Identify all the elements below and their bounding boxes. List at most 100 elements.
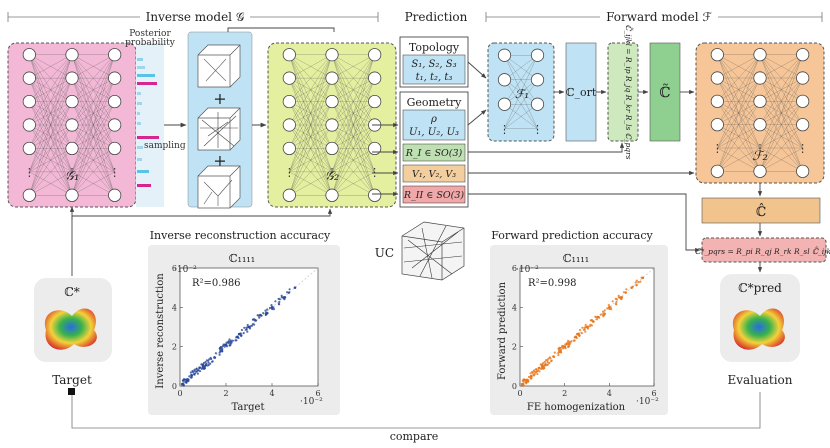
data-point	[542, 367, 545, 370]
data-point	[268, 306, 271, 310]
data-point	[594, 315, 597, 318]
data-point	[535, 371, 538, 374]
network-edge	[29, 171, 73, 196]
data-point	[567, 345, 571, 348]
target-label: Target	[52, 373, 92, 387]
forward-model-header: Forward model ℱ	[606, 10, 712, 24]
data-point	[231, 339, 234, 342]
data-point	[607, 304, 611, 307]
network-edge	[331, 101, 375, 196]
inverse-ylabel: Inverse reconstruction	[155, 273, 166, 389]
neuron-node	[368, 48, 382, 62]
network-edge	[759, 54, 803, 102]
network-edge	[759, 54, 803, 172]
data-point	[227, 340, 230, 343]
data-point	[619, 296, 622, 299]
network-edge	[759, 77, 803, 172]
data-point	[610, 308, 613, 311]
neuron-node	[282, 141, 296, 156]
neuron-node	[753, 164, 767, 178]
data-point	[243, 326, 246, 329]
data-point	[195, 370, 198, 373]
c-ort-box	[565, 42, 597, 142]
data-point	[266, 312, 269, 315]
data-point	[198, 370, 202, 373]
data-point	[186, 378, 189, 381]
target-tensor-surface	[44, 308, 97, 350]
data-point	[603, 309, 606, 312]
neuron-node	[65, 188, 79, 202]
data-point	[599, 313, 603, 316]
data-point	[246, 323, 249, 327]
data-point	[193, 368, 196, 371]
x-tick-label: 2	[562, 389, 567, 398]
data-point	[247, 325, 251, 329]
network-edge	[289, 54, 333, 79]
network-edge	[331, 54, 375, 172]
inverse-inset-component: ℂ₁₁₁₁	[229, 252, 255, 265]
network-edge	[717, 54, 761, 125]
data-point	[211, 360, 214, 363]
network-edge	[29, 78, 73, 196]
data-point	[282, 296, 285, 299]
neuron-node	[710, 71, 724, 85]
network-edge	[71, 54, 115, 126]
data-point	[583, 328, 586, 331]
network-edge	[331, 54, 375, 102]
data-point	[228, 338, 231, 341]
data-point	[608, 306, 611, 309]
network-edge	[759, 101, 803, 172]
data-point	[543, 360, 547, 363]
network-edge	[29, 54, 73, 196]
neuron-node	[22, 48, 36, 62]
sampling-label: sampling	[144, 141, 186, 151]
data-point	[270, 304, 273, 307]
neuron-node	[368, 141, 382, 156]
neuron-node	[796, 71, 810, 85]
network-edge	[759, 147, 803, 172]
data-point	[563, 345, 566, 348]
data-point	[221, 350, 224, 353]
data-point	[543, 364, 546, 367]
network-edge	[71, 54, 115, 102]
y-tick-label: 0	[172, 382, 177, 391]
data-point	[278, 298, 281, 301]
neuron-node	[282, 48, 296, 62]
ellipsis-mark: ⋮	[284, 166, 295, 179]
data-point	[191, 371, 194, 374]
data-point	[625, 288, 628, 291]
rotation-formula: ℂ̃_ijkl = R_ip R_jq R_kr R_ls ℂ_pqrs	[624, 24, 633, 159]
data-point	[614, 302, 618, 305]
data-point	[204, 360, 207, 364]
ellipsis-mark: ⋮	[369, 166, 380, 179]
data-point	[639, 280, 642, 283]
neuron-node	[368, 71, 382, 85]
neuron-node	[108, 48, 122, 62]
geometry-v: V₁, V₂, V₃	[412, 169, 456, 180]
neuron-node	[282, 188, 296, 202]
data-point	[536, 369, 539, 372]
neuron-node	[796, 94, 810, 108]
evaluation-tensor-surface	[732, 308, 785, 350]
network-edge	[71, 148, 115, 196]
data-point	[580, 332, 583, 335]
data-point	[611, 300, 614, 303]
neuron-node	[282, 94, 296, 109]
data-point	[204, 364, 207, 368]
y-tick-label: 4	[172, 303, 177, 312]
network-edge	[29, 54, 73, 172]
data-point	[562, 347, 565, 350]
data-point	[527, 375, 531, 379]
network-edge	[29, 101, 73, 196]
x-tick-label: 4	[607, 389, 612, 398]
neuron-node	[753, 94, 767, 108]
data-point	[245, 328, 248, 331]
network-edge	[71, 54, 115, 196]
data-point	[588, 325, 591, 328]
forward-inset-title: Forward prediction accuracy	[491, 229, 653, 242]
data-point	[272, 308, 275, 311]
data-point	[240, 328, 243, 332]
data-point	[564, 343, 567, 346]
neuron-node	[65, 48, 79, 62]
data-point	[583, 326, 586, 329]
